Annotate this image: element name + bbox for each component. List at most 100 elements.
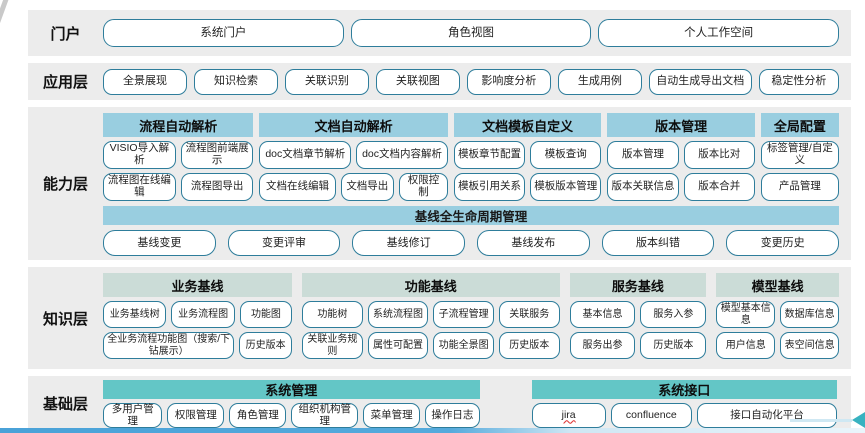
- pill-button[interactable]: 变更评审: [227, 230, 341, 256]
- pill-button-api-automation[interactable]: 接口自动化平台: [696, 403, 837, 428]
- pill-button[interactable]: 权限管理: [167, 403, 225, 428]
- layer-label-foundation: 基础层: [42, 395, 88, 413]
- pill-button[interactable]: 模型基本信息: [716, 301, 776, 328]
- pill-button[interactable]: 用户信息: [716, 332, 776, 359]
- knowledge-group-service: 服务基线 基本信息 服务入参 服务出参 历史版本: [569, 273, 707, 363]
- pill-button[interactable]: 版本关联信息: [607, 173, 679, 201]
- group-header: 流程自动解析: [103, 113, 254, 137]
- knowledge-group-function: 功能基线 功能树 系统流程图 子流程管理 关联服务 关联业务规则 属性可配置 功…: [302, 273, 560, 363]
- pill-button[interactable]: 文档导出: [340, 173, 395, 201]
- layer-row-portal: 门户 系统门户 角色视图 个人工作空间: [28, 10, 851, 56]
- pill-button[interactable]: 角色管理: [229, 403, 287, 428]
- knowledge-group-business: 业务基线 业务基线树 业务流程图 功能图 全业务流程功能图（搜索/下钻展示） 历…: [103, 273, 293, 363]
- pill-button-jira[interactable]: jira: [531, 403, 606, 428]
- pill-button-role-view[interactable]: 角色视图: [350, 19, 592, 47]
- pill-button[interactable]: doc文档章节解析: [259, 141, 352, 169]
- pill-button[interactable]: 版本比对: [683, 141, 755, 169]
- pill-button[interactable]: 全业务流程功能图（搜索/下钻展示）: [103, 332, 235, 359]
- pill-button[interactable]: 子流程管理: [433, 301, 494, 328]
- pill-button[interactable]: 基线发布: [477, 230, 590, 256]
- pill-button[interactable]: 系统流程图: [367, 301, 429, 328]
- pill-button[interactable]: doc文档内容解析: [356, 141, 448, 169]
- foundation-content: 系统管理 多用户管理 权限管理 角色管理 组织机构管理 菜单管理 操作日志 系统…: [103, 376, 851, 430]
- pill-button[interactable]: 流程图在线编辑: [103, 173, 176, 201]
- pill-button[interactable]: 版本管理: [607, 141, 679, 169]
- pill-button[interactable]: 组织机构管理: [291, 403, 359, 428]
- pill-button[interactable]: 全景展现: [103, 68, 187, 95]
- pill-button[interactable]: 基线修订: [352, 230, 466, 256]
- pill-button[interactable]: 功能树: [302, 301, 363, 328]
- group-header: 系统管理: [103, 380, 480, 399]
- pill-button[interactable]: 基线变更: [103, 230, 216, 256]
- pill-button[interactable]: 稳定性分析: [758, 68, 839, 95]
- pill-button[interactable]: 知识检索: [193, 68, 278, 95]
- bottom-accent-bar: [0, 428, 865, 433]
- layer-label-portal: 门户: [50, 25, 81, 43]
- pill-button[interactable]: 服务出参: [569, 332, 636, 359]
- group-header: 全局配置: [760, 113, 840, 137]
- pill-button[interactable]: 服务入参: [640, 301, 707, 328]
- application-buttons: 全景展现 知识检索 关联识别 关联视图 影响度分析 生成用例 自动生成导出文档 …: [103, 63, 851, 100]
- pill-button-personal-workspace[interactable]: 个人工作空间: [598, 19, 840, 47]
- capability-group-process-parse: 流程自动解析 VISIO导入解析 流程图前端展示 流程图在线编辑 流程图导出: [103, 113, 254, 201]
- pill-button[interactable]: VISIO导入解析: [103, 141, 176, 169]
- pill-button[interactable]: 权限控制: [399, 173, 448, 201]
- pill-button[interactable]: 模板章节配置: [453, 141, 526, 169]
- pill-button[interactable]: 自动生成导出文档: [648, 68, 752, 95]
- group-header: 版本管理: [607, 113, 755, 137]
- pill-button[interactable]: 业务基线树: [103, 301, 167, 328]
- pill-button[interactable]: 历史版本: [498, 332, 560, 359]
- pill-button[interactable]: 业务流程图: [171, 301, 235, 328]
- baseline-buttons: 基线变更 变更评审 基线修订 基线发布 版本纠错 变更历史: [103, 230, 840, 256]
- group-header: 文档模板自定义: [453, 113, 602, 137]
- pill-button[interactable]: 流程图导出: [180, 173, 254, 201]
- pill-button[interactable]: 操作日志: [425, 403, 480, 428]
- pill-button[interactable]: 模板版本管理: [530, 173, 602, 201]
- layer-label-application: 应用层: [42, 74, 88, 91]
- pill-button[interactable]: 多用户管理: [103, 403, 163, 428]
- left-arrow-icon: [852, 412, 865, 428]
- pill-button[interactable]: 版本纠错: [601, 230, 715, 256]
- pill-button[interactable]: 产品管理: [760, 173, 840, 201]
- layer-row-capability: 能力层 流程自动解析 VISIO导入解析 流程图前端展示 流程图在线编辑 流程图…: [28, 107, 851, 260]
- pill-button[interactable]: 关联识别: [284, 68, 369, 95]
- knowledge-content: 业务基线 业务基线树 业务流程图 功能图 全业务流程功能图（搜索/下钻展示） 历…: [103, 267, 851, 369]
- pill-button[interactable]: 关联视图: [375, 68, 460, 95]
- pill-button[interactable]: 模板引用关系: [453, 173, 526, 201]
- pill-button[interactable]: 流程图前端展示: [180, 141, 254, 169]
- capability-content: 流程自动解析 VISIO导入解析 流程图前端展示 流程图在线编辑 流程图导出 文…: [103, 107, 851, 260]
- portal-buttons: 系统门户 角色视图 个人工作空间: [103, 10, 851, 56]
- layer-row-knowledge: 知识层 业务基线 业务基线树 业务流程图 功能图 全业务流程功能图（搜索/下钻展…: [28, 267, 851, 369]
- pill-button[interactable]: 数据库信息: [780, 301, 839, 328]
- pill-button[interactable]: 表空间信息: [780, 332, 839, 359]
- arrow-line: [790, 419, 852, 422]
- pill-button-confluence[interactable]: confluence: [610, 403, 692, 428]
- group-header: 功能基线: [302, 273, 560, 297]
- pill-button[interactable]: 关联业务规则: [302, 332, 363, 359]
- pill-button[interactable]: 关联服务: [498, 301, 560, 328]
- pill-button-system-portal[interactable]: 系统门户: [103, 19, 344, 47]
- pill-button[interactable]: 版本合并: [683, 173, 755, 201]
- pill-button[interactable]: 历史版本: [640, 332, 707, 359]
- group-header: 文档自动解析: [259, 113, 448, 137]
- pill-button[interactable]: 影响度分析: [466, 68, 551, 95]
- pill-button[interactable]: 标签管理/自定义: [760, 141, 840, 169]
- pill-button[interactable]: 属性可配置: [367, 332, 429, 359]
- pill-button[interactable]: 功能全景图: [433, 332, 494, 359]
- pill-button[interactable]: 文档在线编辑: [259, 173, 336, 201]
- layer-label-knowledge: 知识层: [42, 310, 88, 328]
- pill-button[interactable]: 模板查询: [530, 141, 602, 169]
- pill-button[interactable]: 历史版本: [239, 332, 293, 359]
- pill-button[interactable]: 变更历史: [726, 230, 840, 256]
- capability-group-version: 版本管理 版本管理 版本比对 版本关联信息 版本合并: [607, 113, 755, 201]
- pill-button[interactable]: 菜单管理: [363, 403, 421, 428]
- pill-button[interactable]: 生成用例: [557, 68, 642, 95]
- pill-button[interactable]: 功能图: [239, 301, 293, 328]
- foundation-group-system-interface: 系统接口 jira confluence 接口自动化平台: [531, 380, 837, 428]
- group-header: 服务基线: [569, 273, 707, 297]
- group-header: 业务基线: [103, 273, 293, 297]
- group-header: 系统接口: [531, 380, 837, 399]
- layer-label-capability: 能力层: [42, 176, 88, 193]
- pill-button[interactable]: 基本信息: [569, 301, 636, 328]
